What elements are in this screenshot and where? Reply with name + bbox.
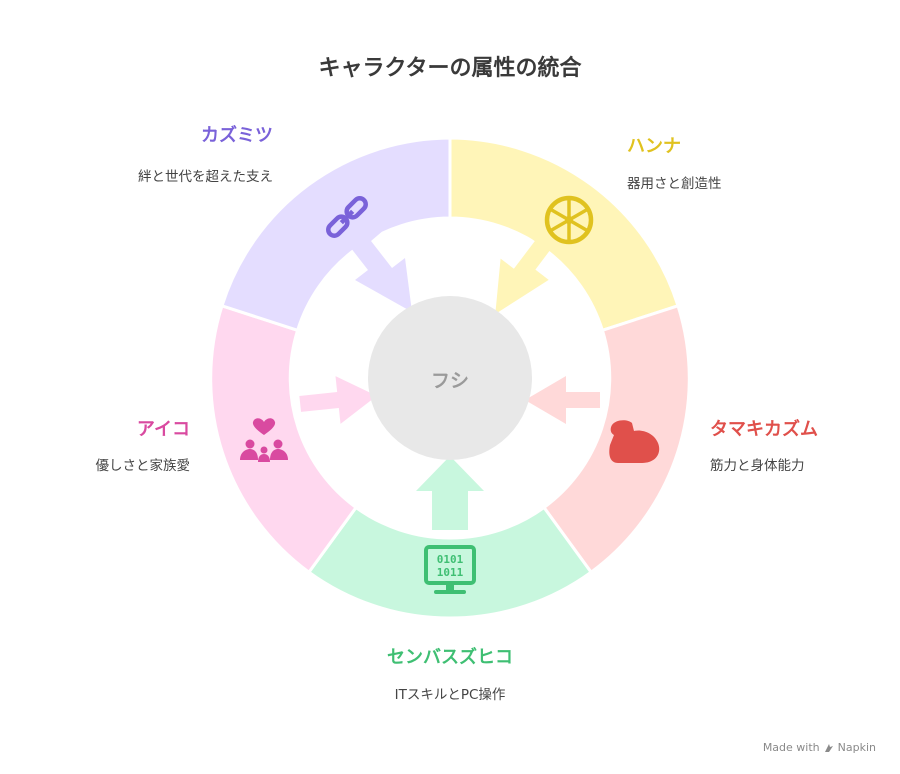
segment-aiko <box>209 303 359 575</box>
center-circle <box>368 296 532 460</box>
label-hanna: ハンナ <box>627 136 681 157</box>
arrow-aiko <box>297 376 377 424</box>
arrow-tamaki <box>525 372 600 424</box>
segment-hanna <box>448 136 680 333</box>
family-heart-icon <box>240 418 288 462</box>
page-title: キャラクターの属性の統合 <box>318 56 582 81</box>
napkin-logo-icon <box>824 743 833 752</box>
svg-text:1011: 1011 <box>437 566 464 579</box>
label-kazumitsu: カズミツ <box>201 125 273 146</box>
desc-kazumitsu: 絆と世代を超えた支え <box>138 169 273 185</box>
desc-senba: ITスキルとPC操作 <box>394 687 506 703</box>
chain-link-icon <box>326 196 368 238</box>
svg-text:0101: 0101 <box>437 553 464 566</box>
desc-aiko: 優しさと家族愛 <box>95 458 191 474</box>
made-with-text: Made with <box>762 741 820 754</box>
napkin-brand-text: Napkin <box>837 741 876 754</box>
footer-credit: Made with Napkin <box>763 741 876 754</box>
label-aiko: アイコ <box>136 419 190 440</box>
arrow-senba <box>416 456 484 530</box>
desc-tamaki: 筋力と身体能力 <box>710 458 805 474</box>
arrow-kazumitsu <box>347 221 412 312</box>
label-senba: センバスズヒコ <box>387 647 513 668</box>
arrow-hanna <box>495 220 557 314</box>
center-label: フシ <box>430 370 469 392</box>
binary-monitor-icon: 0101 1011 <box>424 545 476 594</box>
label-tamaki: タマキカズム <box>710 419 818 440</box>
wheel-icon <box>544 195 594 245</box>
flexed-arm-icon <box>609 420 660 463</box>
desc-hanna: 器用さと創造性 <box>627 176 722 192</box>
